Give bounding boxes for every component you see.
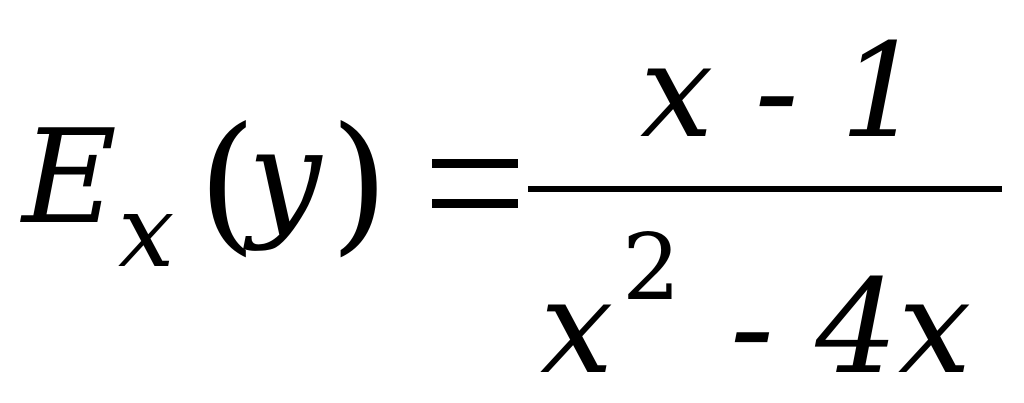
fraction-bar [528, 186, 1002, 192]
function-subscript: x [118, 173, 175, 290]
function-symbol: E [22, 101, 117, 253]
close-parenthesis: ) [330, 96, 389, 270]
denominator-exponent: 2 [622, 214, 681, 321]
equals-sign-bottom-bar [432, 199, 518, 208]
open-parenthesis: ( [198, 96, 257, 270]
fraction-numerator: x - 1 [640, 15, 923, 167]
denominator-rest: - 4x [730, 251, 972, 403]
equals-sign-top-bar [432, 159, 518, 168]
denominator-base: x [540, 251, 614, 403]
function-argument: y [248, 101, 322, 253]
